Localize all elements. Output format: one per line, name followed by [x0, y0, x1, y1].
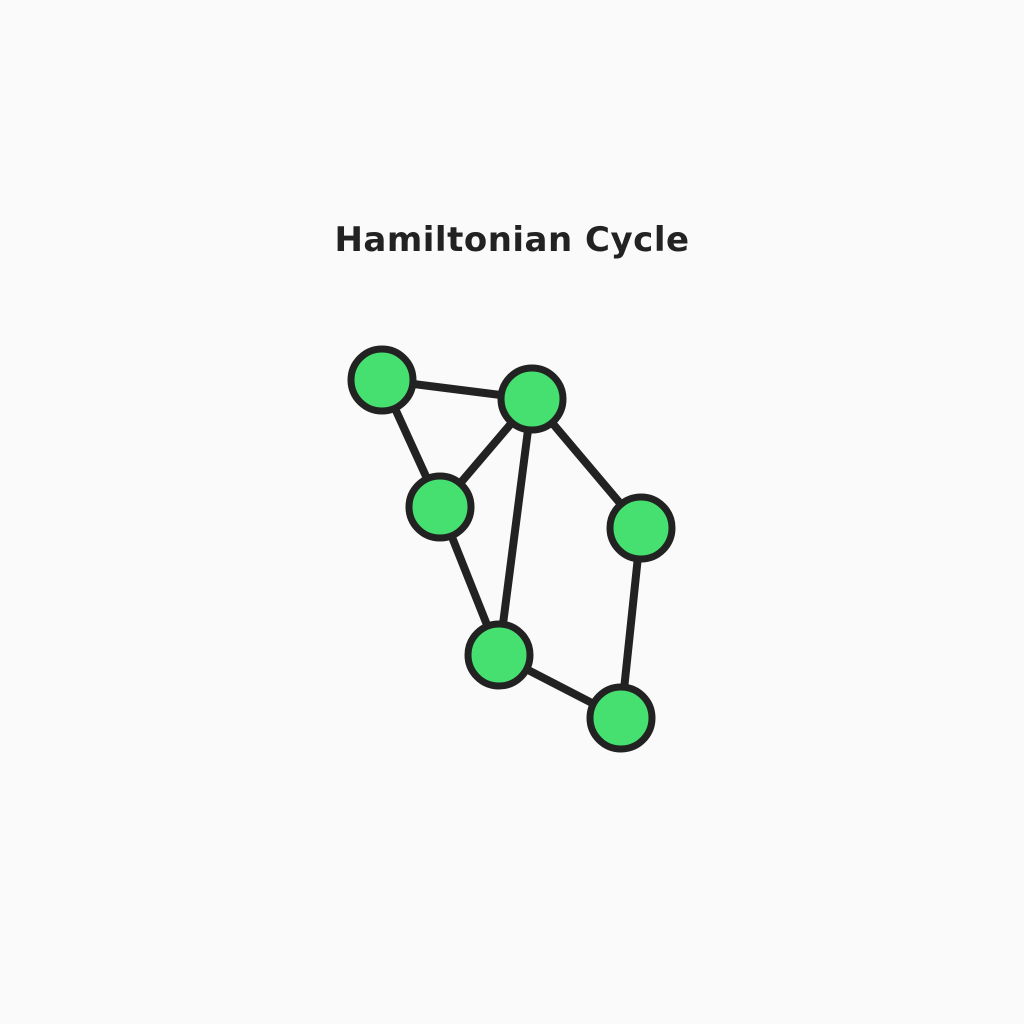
node-d [606, 493, 676, 563]
nodes-layer [347, 345, 676, 753]
node-c [405, 472, 475, 542]
node-b [497, 364, 567, 434]
node-e [464, 620, 534, 690]
node-a [347, 345, 417, 415]
node-f [586, 683, 656, 753]
edge-b-e [495, 395, 536, 659]
diagram-title: Hamiltonian Cycle [334, 220, 690, 260]
